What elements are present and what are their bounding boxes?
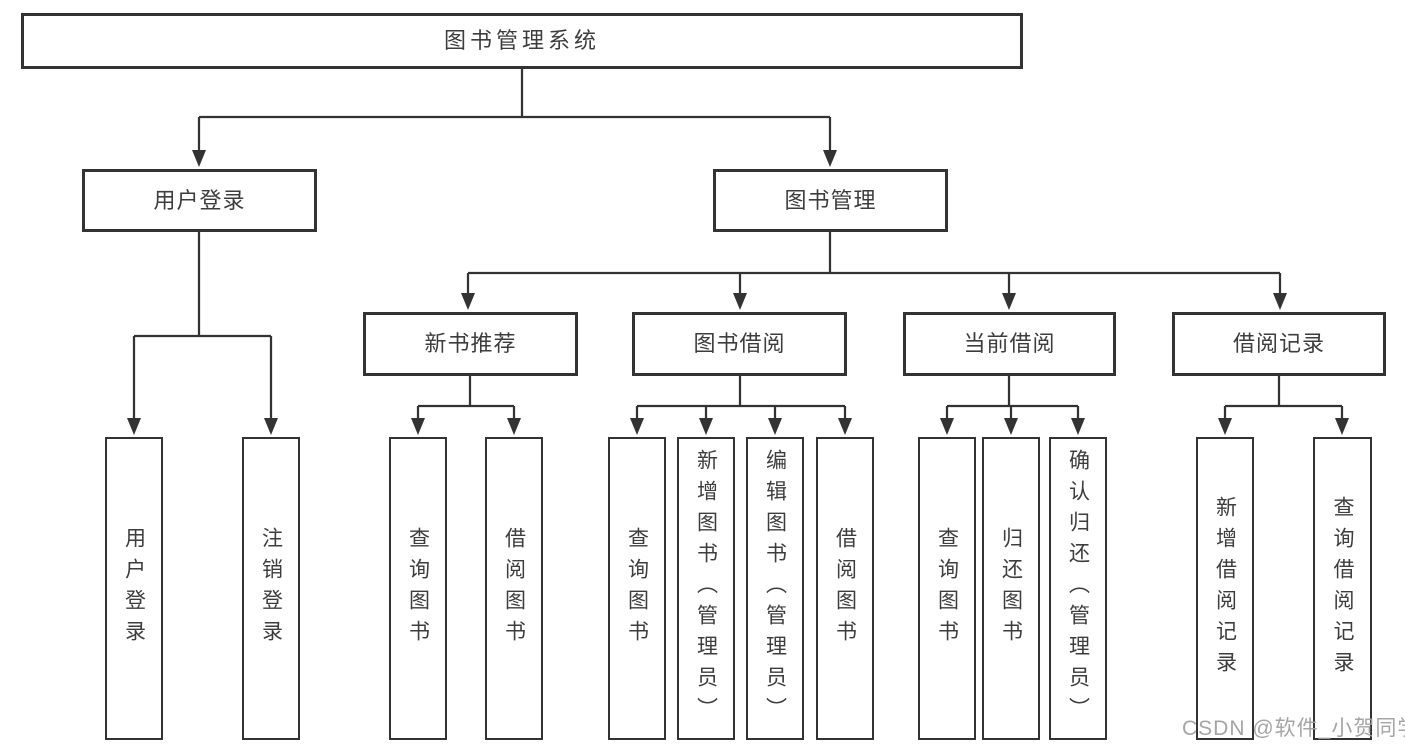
- leaf-edit-book-admin: 编辑图书（管理员）: [746, 437, 804, 740]
- leaf-label: 注销登录: [259, 526, 283, 651]
- leaf-label: 查询图书: [406, 526, 430, 651]
- leaf-label: 查询图书: [625, 526, 649, 651]
- leaf-confirm-return-admin: 确认归还（管理员）: [1049, 437, 1107, 740]
- leaf-label: 确认归还（管理员）: [1066, 449, 1090, 728]
- leaf-logout: 注销登录: [242, 437, 300, 740]
- leaf-label: 归还图书: [999, 526, 1023, 651]
- leaf-label: 查询图书: [935, 526, 959, 651]
- leaf-return-book: 归还图书: [982, 437, 1040, 740]
- leaf-label: 用户登录: [122, 526, 146, 651]
- leaf-borrow-books: 借阅图书: [816, 437, 874, 740]
- leaf-query-borrow-record: 查询借阅记录: [1313, 437, 1372, 740]
- node-current-borrow: 当前借阅: [903, 312, 1116, 376]
- leaf-label: 新增图书（管理员）: [694, 449, 718, 728]
- leaf-label: 借阅图书: [502, 526, 526, 651]
- leaf-label: 查询借阅记录: [1331, 495, 1354, 682]
- leaf-label: 编辑图书（管理员）: [763, 449, 787, 728]
- leaf-label: 新增借阅记录: [1213, 495, 1237, 682]
- leaf-query-books-current: 查询图书: [918, 437, 976, 740]
- node-book-management: 图书管理: [713, 169, 948, 232]
- leaf-label: 借阅图书: [833, 526, 857, 651]
- leaf-add-book-admin: 新增图书（管理员）: [677, 437, 735, 740]
- leaf-query-books-recommend: 查询图书: [389, 437, 447, 740]
- node-user-login: 用户登录: [82, 169, 317, 232]
- arrowheads: [127, 150, 1349, 435]
- node-new-book-recommend: 新书推荐: [363, 312, 578, 376]
- node-book-borrow: 图书借阅: [632, 312, 847, 376]
- leaf-borrow-books-recommend: 借阅图书: [485, 437, 543, 740]
- leaf-query-books-borrow: 查询图书: [608, 437, 666, 740]
- leaf-add-borrow-record: 新增借阅记录: [1196, 437, 1254, 740]
- watermark-text: CSDN @软件_小贺同学: [1182, 717, 1405, 740]
- node-library-management-system: 图书管理系统: [21, 13, 1023, 69]
- leaf-user-login: 用户登录: [105, 437, 163, 740]
- node-borrow-records: 借阅记录: [1172, 312, 1386, 376]
